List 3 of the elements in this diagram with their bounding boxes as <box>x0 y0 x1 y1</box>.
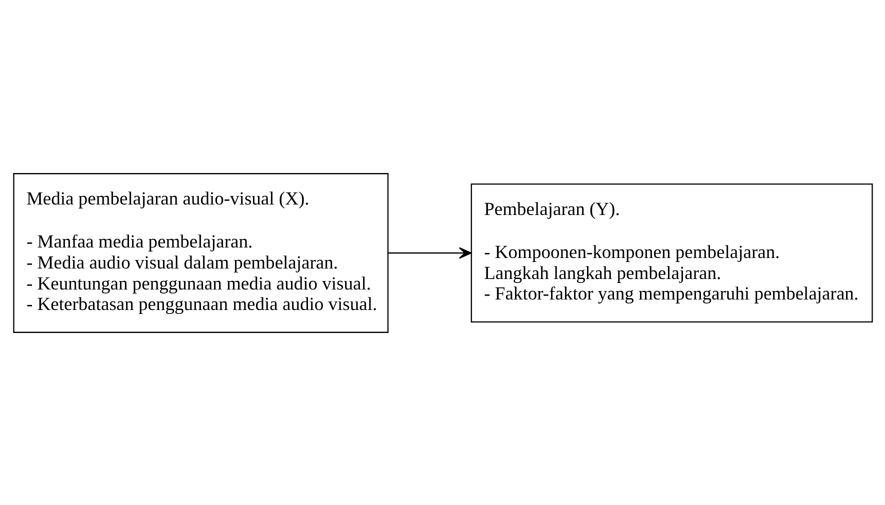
node-box: Media pembelajaran audio-visual (X). - Manfaa media pembelajaran. - Media audio visual dalam pembelajaran. - Keuntungan penggunaan media audio visual. - Keterbatasan penggunaan media audio visual. <box>12 172 388 332</box>
arrow <box>388 246 472 258</box>
node-box: Pembelajaran (Y). - Kompoonen-komponen pembelajaran. Langkah langkah pembelajaran. - Faktor-faktor yang mempengaruhi pembelajaran. <box>470 182 872 322</box>
